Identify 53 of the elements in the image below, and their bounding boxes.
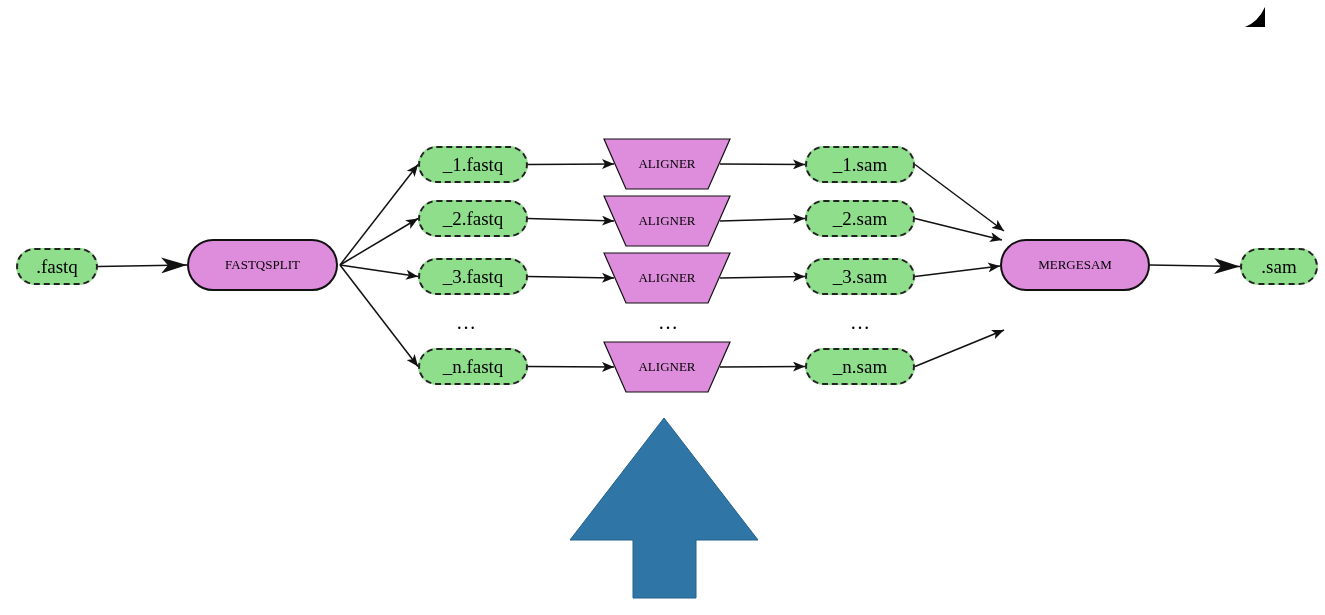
arrow [719, 213, 806, 224]
file-pill [418, 200, 528, 237]
arrow [914, 262, 1001, 278]
arrow [914, 217, 1003, 242]
node-label: .sam [1261, 255, 1297, 278]
file-pill [805, 348, 915, 385]
aligner-trapezoid [603, 252, 731, 304]
node-label: _1.fastq [442, 153, 504, 176]
ellipsis-label: … [658, 310, 678, 334]
arrow [339, 163, 419, 266]
node-label: _1.sam [832, 153, 888, 176]
file-pill [16, 248, 98, 285]
file-pill [1240, 248, 1318, 285]
arrow [1149, 258, 1241, 275]
arrow [339, 217, 419, 266]
arrow [527, 361, 615, 372]
ellipsis-label: … [456, 310, 476, 334]
node-label: ALIGNER [638, 213, 696, 229]
ellipsis-label: … [850, 310, 870, 334]
file-pill [418, 258, 528, 295]
arrow [97, 257, 188, 274]
process-pill [1000, 239, 1150, 291]
file-pill [805, 146, 915, 183]
node-label: .fastq [36, 255, 78, 278]
node-label: ALIGNER [638, 270, 696, 286]
node-label: _3.sam [832, 265, 888, 288]
node-label: ALIGNER [638, 359, 696, 375]
arrow [914, 163, 1005, 232]
file-pill [805, 258, 915, 295]
arrow [527, 159, 615, 170]
arrow [914, 329, 1005, 368]
node-label: ALIGNER [638, 156, 696, 172]
process-pill [187, 239, 338, 291]
file-pill [805, 200, 915, 237]
arrow [719, 159, 806, 170]
aligner-trapezoid [603, 138, 731, 190]
node-label: _2.fastq [442, 207, 504, 230]
arrow [527, 215, 615, 226]
node-label: _2.sam [832, 207, 888, 230]
arrow [339, 264, 419, 280]
arrow [527, 272, 615, 283]
arrow [719, 271, 806, 282]
file-pill [418, 348, 528, 385]
node-label: _n.sam [832, 355, 888, 378]
node-label: FASTQSPLIT [225, 257, 300, 273]
arrow [339, 264, 419, 368]
arrow [719, 361, 806, 372]
node-label: _3.fastq [442, 265, 504, 288]
aligner-trapezoid [603, 341, 731, 393]
node-label: MERGESAM [1038, 257, 1112, 273]
node-label: _n.fastq [442, 355, 504, 378]
file-pill [418, 146, 528, 183]
aligner-trapezoid [603, 195, 731, 247]
